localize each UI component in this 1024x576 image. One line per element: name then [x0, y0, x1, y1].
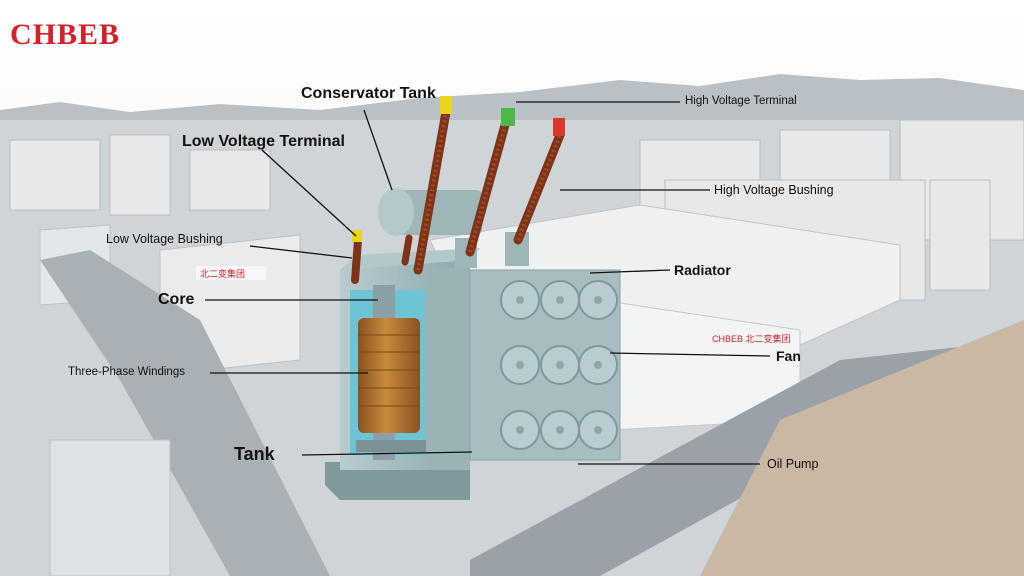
building-sign: 北二变集团: [200, 268, 245, 279]
label-tank: Tank: [234, 444, 275, 464]
label-radiator: Radiator: [674, 262, 731, 278]
brand-logo: CHBEB: [10, 18, 121, 51]
label-high-voltage-terminal: High Voltage Terminal: [685, 95, 797, 107]
label-core: Core: [158, 291, 195, 308]
label-fan: Fan: [776, 348, 801, 364]
label-conservator-tank: Conservator Tank: [301, 85, 436, 102]
label-high-voltage-bushing: High Voltage Bushing: [714, 183, 834, 197]
label-three-phase-windings: Three-Phase Windings: [68, 366, 185, 378]
factory-sign: CHBEB 北二变集团: [712, 333, 791, 344]
label-oil-pump: Oil Pump: [767, 457, 819, 471]
label-low-voltage-bushing: Low Voltage Bushing: [106, 232, 223, 246]
label-low-voltage-terminal: Low Voltage Terminal: [182, 133, 345, 150]
